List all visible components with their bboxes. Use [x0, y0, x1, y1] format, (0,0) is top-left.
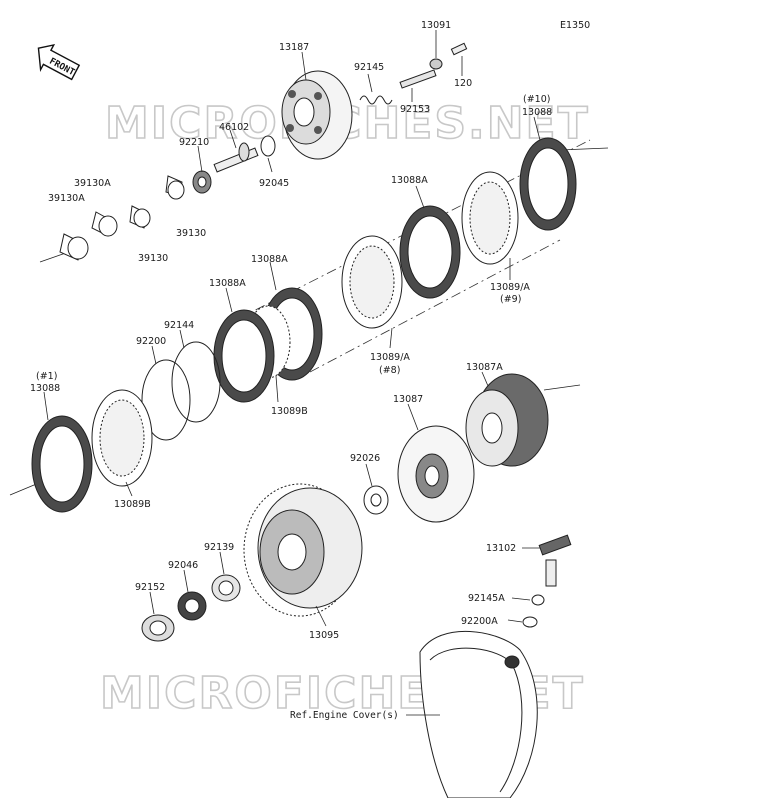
clutch-spring — [359, 95, 393, 105]
label-13088-tag10: (#10) — [523, 94, 550, 105]
cam-plate-39130-b — [129, 205, 151, 229]
label-13095: 13095 — [309, 630, 339, 641]
assembly-axis-lower — [309, 239, 561, 373]
needle-bearing-92046 — [177, 591, 207, 621]
label-39130A-2: 39130A — [48, 193, 85, 204]
leader-lines — [43, 30, 541, 716]
collar-92152 — [141, 614, 175, 642]
bolt-92153 — [399, 69, 437, 89]
label-13088A-2: 13088A — [251, 254, 288, 265]
label-39130-1: 39130 — [176, 228, 206, 239]
clutch-hub-13087A — [465, 373, 549, 467]
label-13091: 13091 — [421, 20, 451, 31]
steel-plate-9 — [461, 171, 519, 265]
diagram-code: E1350 — [560, 20, 590, 31]
label-120: 120 — [454, 78, 472, 89]
friction-plate-1 — [31, 415, 93, 513]
oring-92045 — [260, 135, 276, 157]
label-13087: 13087 — [393, 394, 423, 405]
wire-ring-92144 — [171, 341, 221, 423]
friction-plate-13088A-upper — [399, 205, 461, 299]
label-92046: 92046 — [168, 560, 198, 571]
label-92152: 92152 — [135, 582, 165, 593]
label-13102: 13102 — [486, 543, 516, 554]
label-13088A-1: 13088A — [391, 175, 428, 186]
washer-92026 — [363, 485, 389, 515]
ref-engine-cover-note: Ref.Engine Cover(s) — [290, 710, 399, 721]
label-13089A-tag8: (#8) — [379, 365, 400, 376]
label-13089A-9: 13089/A — [490, 282, 530, 293]
pressure-plate — [281, 70, 353, 160]
label-13089A-tag9: (#9) — [500, 294, 521, 305]
label-13088-1: 13088 — [30, 383, 60, 394]
spring-92145A — [531, 594, 545, 606]
label-46102: 46102 — [219, 122, 249, 133]
label-13089B-1: 13089B — [271, 406, 308, 417]
washer-13091 — [429, 58, 443, 70]
label-13088A-3: 13088A — [209, 278, 246, 289]
label-92139: 92139 — [204, 542, 234, 553]
label-13089A-8: 13089/A — [370, 352, 410, 363]
cam-plate-39130A-b — [59, 233, 89, 261]
label-92026: 92026 — [350, 453, 380, 464]
label-13088-tag1: (#1) — [36, 371, 57, 382]
label-39130-2: 39130 — [138, 253, 168, 264]
label-92200: 92200 — [136, 336, 166, 347]
label-13187: 13187 — [279, 42, 309, 53]
label-92200A: 92200A — [461, 616, 498, 627]
label-13087A: 13087A — [466, 362, 503, 373]
steel-plate-8 — [341, 235, 403, 329]
label-92144: 92144 — [164, 320, 194, 331]
engine-cover-ref — [419, 631, 538, 798]
label-92153: 92153 — [400, 104, 430, 115]
release-lever-13102 — [538, 534, 572, 587]
label-92045: 92045 — [259, 178, 289, 189]
steel-plate-13089B — [91, 389, 153, 487]
clutch-housing-13095 — [243, 483, 363, 617]
friction-plate-10 — [519, 137, 577, 231]
label-92210: 92210 — [179, 137, 209, 148]
label-13089B-2: 13089B — [114, 499, 151, 510]
label-92145A: 92145A — [468, 593, 505, 604]
cam-plate-39130-a — [165, 175, 185, 200]
cam-plate-39130A-a — [91, 211, 118, 237]
washer-92200A — [522, 616, 538, 628]
hub-plate-13087 — [397, 425, 475, 523]
sleeve-92139 — [211, 574, 241, 602]
label-13088-10: 13088 — [522, 107, 552, 118]
front-arrow-icon: FRONT — [37, 43, 81, 81]
push-rod — [213, 142, 259, 173]
spring-ring-92200 — [141, 359, 191, 441]
friction-plate-13088A-lower — [213, 309, 275, 403]
label-92145: 92145 — [354, 62, 384, 73]
label-39130A-1: 39130A — [74, 178, 111, 189]
bolt-120 — [450, 42, 468, 56]
part-labels: 13091 13187 92145 120 92153 46102 92210 … — [30, 20, 552, 721]
bearing-92210 — [192, 170, 212, 194]
